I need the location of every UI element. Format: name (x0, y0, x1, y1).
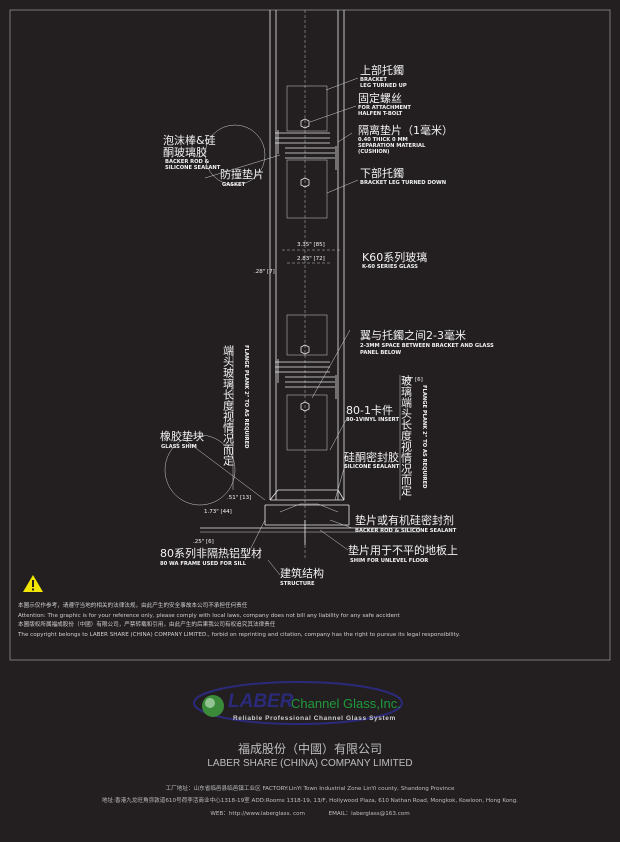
svg-text:FLANGE PLANK 2" TO AS REQUIRED: FLANGE PLANK 2" TO AS REQUIRED (421, 385, 427, 489)
label-bracket-down: 下部托鐲 (360, 166, 404, 180)
svg-text:.51" [13]: .51" [13] (227, 495, 251, 501)
label-separator: 隔离垫片（1毫米） (358, 123, 453, 137)
label-structure: 建筑结构 (280, 566, 324, 580)
svg-text:.25" [6]: .25" [6] (193, 539, 214, 545)
svg-text:GASKET: GASKET (222, 182, 246, 188)
label-insert: 80-1卡件 (346, 404, 393, 417)
svg-text:K-60 SERIES GLASS: K-60 SERIES GLASS (362, 264, 418, 270)
label-gasket: 防撞垫片 (220, 167, 264, 181)
bolt-icon (300, 118, 310, 129)
svg-text:酮玻璃胶: 酮玻璃胶 (163, 145, 207, 159)
dim-width-outer: 3.35" [85] (297, 242, 325, 248)
svg-text:BACKER ROD & SILICONE SEALANT: BACKER ROD & SILICONE SEALANT (355, 528, 457, 534)
bolt-icon (300, 344, 310, 355)
sill-frame (264, 489, 350, 526)
svg-text:SHIM FOR UNLEVEL FLOOR: SHIM FOR UNLEVEL FLOOR (350, 558, 428, 564)
svg-text:HALFEN T-BOLT: HALFEN T-BOLT (358, 111, 403, 117)
svg-text:GLASS SHIM: GLASS SHIM (161, 444, 197, 450)
glass-section (164, 10, 420, 560)
label-unlevel-floor: 垫片用于不平的地板上 (348, 543, 458, 557)
dim-offset: .28" [7] (254, 269, 275, 275)
svg-text:SILICONE SEALANT: SILICONE SEALANT (165, 165, 221, 171)
detail-circle-lower (164, 434, 236, 506)
label-frame: 80系列非隔热铝型材 (160, 546, 262, 560)
website-link[interactable]: WEB：http://www.laberglass. com (210, 811, 305, 817)
bracket-clip-lower (275, 359, 337, 399)
svg-text:BRACKET: BRACKET (360, 77, 387, 83)
disclaimer-notes: 本圖示仅作参考，请遵守当地的相关的法律法规，由此产生的安全事故本公司不承担任何责… (18, 603, 461, 638)
svg-text:FLANGE PLANK 2" TO AS REQUIRED: FLANGE PLANK 2" TO AS REQUIRED (243, 345, 249, 449)
label-flange-left: 端头玻璃长度视情况而定 (222, 345, 235, 467)
detail-circle-upper (204, 124, 266, 186)
svg-text:STRUCTURE: STRUCTURE (280, 581, 315, 587)
contact-info: WEB：http://www.laberglass. com EMAIL：lab… (0, 809, 620, 817)
warning-icon (23, 575, 43, 592)
leader-lines (184, 77, 359, 576)
bolt-icon (300, 401, 310, 412)
svg-text:2-3MM SPACE BETWEEN BRACKET AN: 2-3MM SPACE BETWEEN BRACKET AND GLASS (360, 343, 494, 349)
company-logo: LABER Channel Glass,Inc. Reliable Profes… (193, 678, 433, 728)
label-backer-rod-sill: 垫片或有机硅密封剂 (355, 513, 454, 527)
label-space: 翼与托鐲之间2-3毫米 (360, 328, 466, 342)
bolt-icon (300, 177, 310, 188)
svg-text:BRACKET LEG TURNED DOWN: BRACKET LEG TURNED DOWN (360, 180, 446, 186)
svg-text:PANEL BELOW: PANEL BELOW (360, 350, 401, 356)
drawing-labels: 上部托鐲 BRACKET LEG TURNED UP 固定螺丝 FOR ATTA… (160, 63, 494, 587)
svg-text:1.73" [44]: 1.73" [44] (204, 509, 232, 515)
bracket-clip-upper (275, 130, 337, 170)
office-address: 地址:香港九龙旺角弥敦道610号荷李活商业中心1318-19室 ADD:Room… (101, 798, 519, 804)
svg-text:.24" [6]: .24" [6] (402, 377, 423, 383)
svg-text:SEPARATION MATERIAL: SEPARATION MATERIAL (358, 143, 426, 149)
label-sealant: 硅酮密封胶 (344, 450, 399, 464)
svg-text:SILICONE SEALANT: SILICONE SEALANT (344, 464, 400, 470)
dim-width-inner: 2.83" [72] (297, 256, 325, 262)
svg-text:80-1VINYL INSERT: 80-1VINYL INSERT (346, 417, 399, 423)
svg-text:(CUSHION): (CUSHION) (358, 149, 390, 155)
label-backer-rod: 泡沫棒&硅 (163, 133, 216, 147)
svg-text:LEG TURNED UP: LEG TURNED UP (360, 83, 407, 89)
label-glass-shim: 橡胶垫块 (160, 429, 204, 443)
label-bracket-up: 上部托鐲 (360, 63, 404, 77)
company-name-en: LABER SHARE (CHINA) COMPANY LIMITED (207, 758, 413, 769)
factory-address: 工厂地址：山东省临邑县临邑镇工业区 FACTORY:LinYi Town Ind… (165, 786, 455, 792)
label-glass: K60系列玻璃 (362, 250, 427, 264)
label-flange-right: 玻璃端头长度视情况而定 (400, 375, 413, 497)
svg-text:0.40 THICK 0 MM: 0.40 THICK 0 MM (358, 137, 408, 143)
svg-text:80 WA FRAME USED FOR SILL: 80 WA FRAME USED FOR SILL (160, 561, 247, 567)
drawing-border (9, 9, 611, 661)
email-link[interactable]: EMAIL：laberglass@163.com (328, 811, 410, 817)
svg-text:BACKER ROD &: BACKER ROD & (165, 159, 210, 165)
svg-text:FOR ATTACHMENT: FOR ATTACHMENT (358, 105, 411, 111)
company-name-cn: 福成股份（中國）有限公司 (237, 742, 382, 756)
label-bolt: 固定螺丝 (358, 91, 402, 105)
